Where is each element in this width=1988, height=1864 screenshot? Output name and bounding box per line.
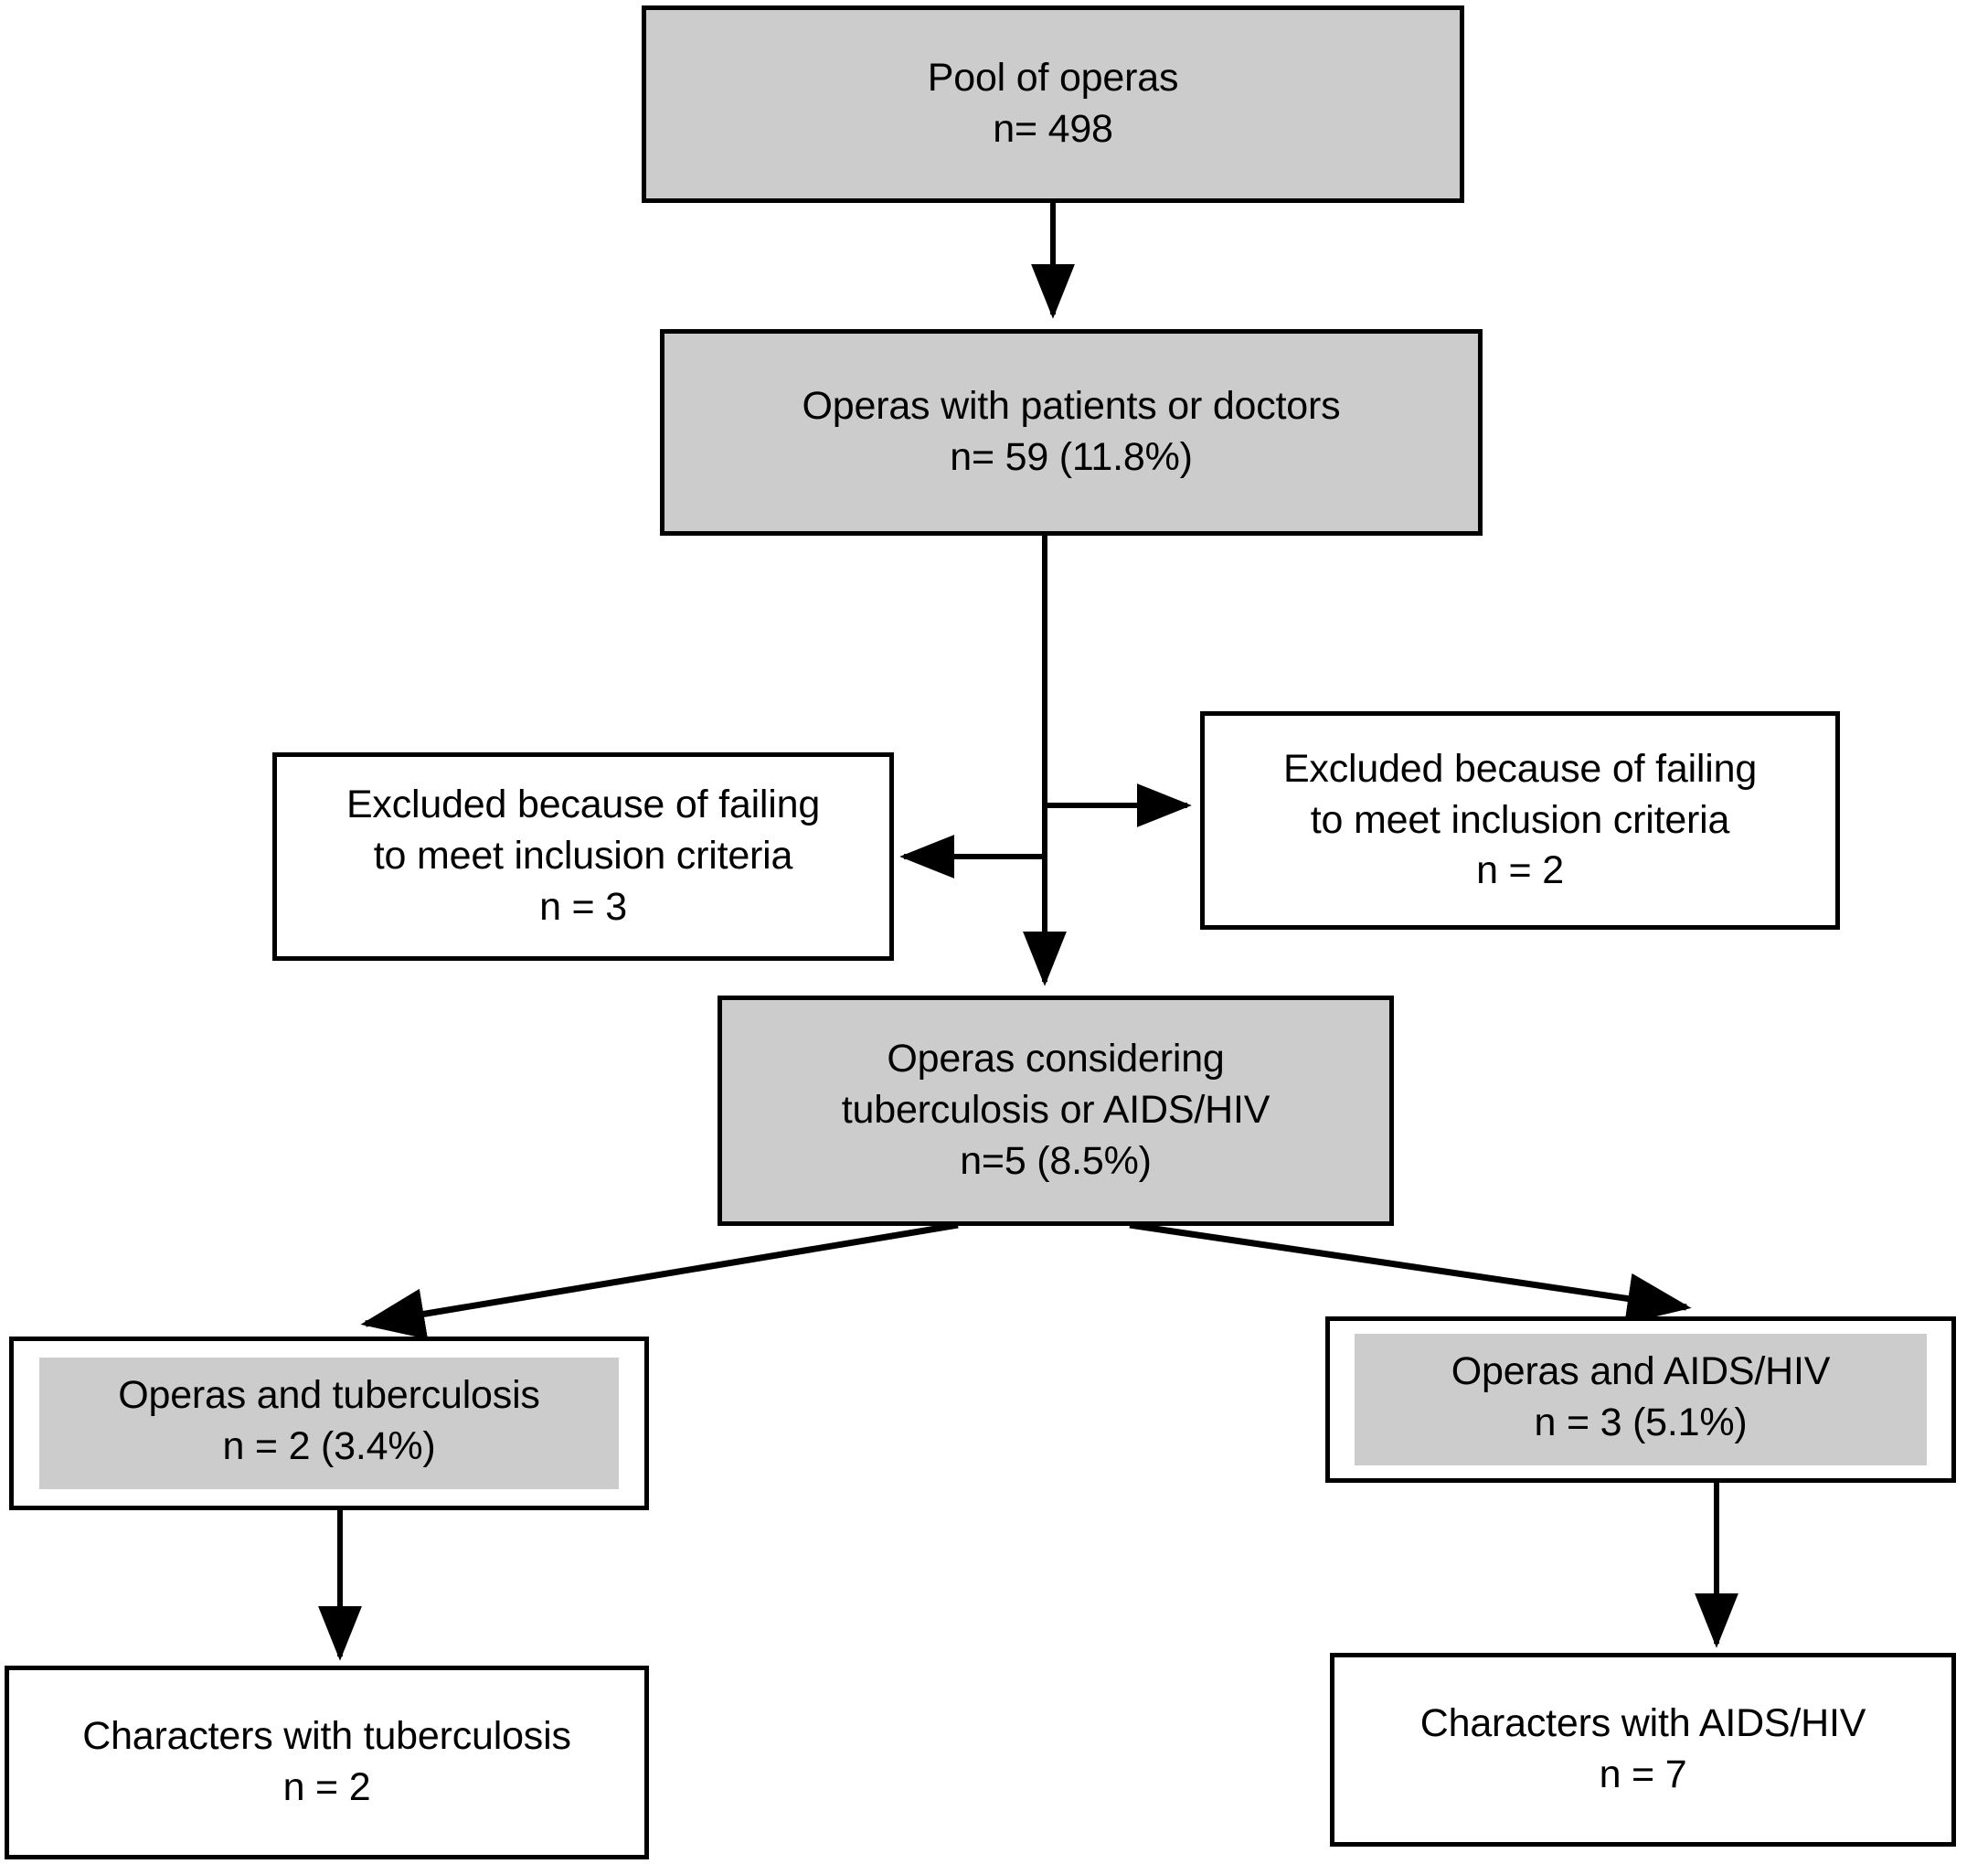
node-operas-and-aids-hiv-line2: n = 3 (5.1%) — [1534, 1401, 1748, 1444]
node-operas-and-tuberculosis-line2: n = 2 (3.4%) — [222, 1424, 436, 1468]
node-excluded-left-line1: Excluded because of failing — [346, 783, 821, 827]
node-pool-of-operas-line2: n= 498 — [993, 107, 1113, 151]
node-characters-with-aids-hiv-line2: n = 7 — [1599, 1752, 1687, 1796]
node-excluded-right-line1: Excluded because of failing — [1282, 746, 1758, 791]
node-pool-of-operas: Pool of operas n= 498 — [642, 5, 1464, 203]
node-operas-and-tuberculosis-plate: Operas and tuberculosis n = 2 (3.4%) — [38, 1358, 620, 1489]
node-operas-with-patients-or-doctors-line1: Operas with patients or doctors — [802, 384, 1341, 429]
node-operas-considering-tb-or-aids-line1: Operas considering — [887, 1037, 1225, 1081]
edge-considering-to-aids-hiv — [1129, 1221, 1692, 1325]
node-excluded-right: Excluded because of failing to meet incl… — [1200, 711, 1840, 930]
edge-considering-to-tuberculosis — [360, 1221, 959, 1340]
node-excluded-right-line2: to meet inclusion criteria — [1310, 797, 1730, 842]
node-operas-and-aids-hiv-plate: Operas and AIDS/HIV n = 3 (5.1%) — [1355, 1334, 1927, 1465]
node-characters-with-tuberculosis: Characters with tuberculosis n = 2 — [5, 1666, 649, 1859]
node-operas-with-patients-or-doctors: Operas with patients or doctors n= 59 (1… — [660, 329, 1483, 536]
node-excluded-left: Excluded because of failing to meet incl… — [272, 752, 894, 961]
node-characters-with-aids-hiv: Characters with AIDS/HIV n = 7 — [1330, 1653, 1956, 1847]
node-operas-and-aids-hiv: Operas and AIDS/HIV n = 3 (5.1%) — [1325, 1316, 1956, 1483]
node-excluded-left-line2: to meet inclusion criteria — [373, 834, 793, 879]
node-excluded-left-line3: n = 3 — [539, 884, 627, 929]
node-operas-and-aids-hiv-line1: Operas and AIDS/HIV — [1451, 1349, 1831, 1394]
node-operas-and-tuberculosis: Operas and tuberculosis n = 2 (3.4%) — [9, 1337, 649, 1510]
node-pool-of-operas-line1: Pool of operas — [927, 56, 1179, 101]
node-operas-considering-tb-or-aids-line2: tuberculosis or AIDS/HIV — [841, 1088, 1270, 1133]
node-operas-considering-tb-or-aids-line3: n=5 (8.5%) — [960, 1138, 1152, 1183]
node-operas-and-tuberculosis-line1: Operas and tuberculosis — [118, 1373, 540, 1418]
node-characters-with-tuberculosis-line1: Characters with tuberculosis — [82, 1714, 571, 1759]
node-characters-with-tuberculosis-line2: n = 2 — [282, 1765, 371, 1809]
node-operas-considering-tb-or-aids: Operas considering tuberculosis or AIDS/… — [718, 996, 1394, 1226]
node-characters-with-aids-hiv-line1: Characters with AIDS/HIV — [1419, 1701, 1866, 1746]
node-excluded-right-line3: n = 2 — [1476, 848, 1564, 893]
node-operas-with-patients-or-doctors-line2: n= 59 (11.8%) — [950, 435, 1193, 479]
